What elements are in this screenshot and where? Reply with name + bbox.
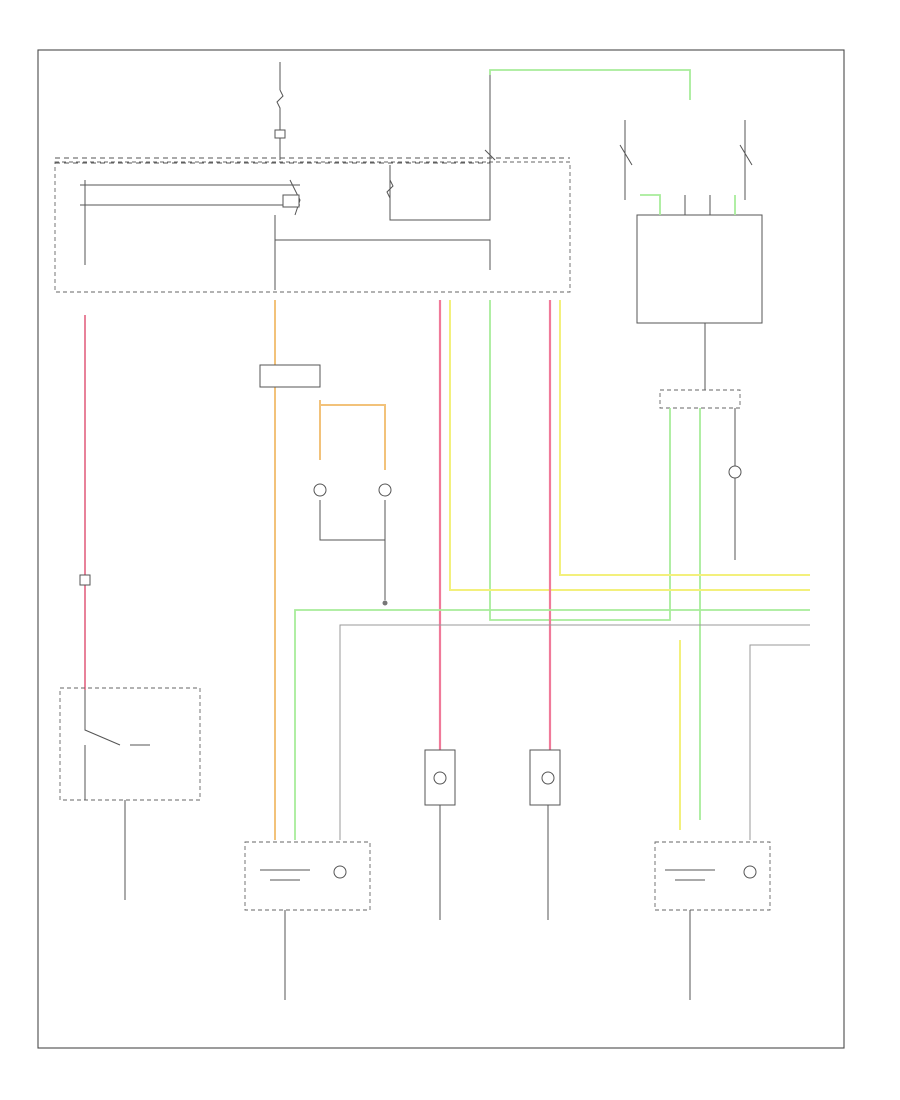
rear-lamps [244, 841, 771, 1000]
switch-ground [84, 745, 126, 900]
switch-right [739, 120, 753, 200]
connector-icon [79, 574, 91, 586]
lamp-icon [313, 483, 327, 497]
fuse-mid [386, 179, 394, 199]
connector-c200 [659, 389, 741, 409]
orange-lamp-feed [319, 400, 386, 470]
left-circuit [59, 315, 201, 900]
fuse-right-splice [484, 149, 496, 161]
green-left-module [640, 194, 661, 215]
lamp-icon [378, 483, 392, 497]
switch-left [619, 120, 633, 200]
lamp-icon [541, 771, 555, 785]
module-group [489, 69, 763, 820]
gray-wire-right [749, 644, 810, 840]
switch-box [59, 687, 201, 801]
green-wire-top [489, 69, 691, 100]
fuse-block-box [54, 161, 571, 293]
lamp-icon [433, 771, 447, 785]
center-circuit [294, 300, 810, 920]
switch-contact [84, 690, 150, 746]
green-wire-left-rear [294, 609, 810, 840]
lamp-icon [333, 865, 347, 879]
fuse-top-connector [274, 129, 286, 139]
diagram-border [37, 49, 845, 1049]
fuse-top [276, 62, 284, 125]
relay-coil [282, 194, 300, 208]
ground-icon [382, 600, 388, 606]
fuse-right-wire [389, 75, 491, 221]
yellow-wire-b [559, 300, 810, 576]
courtesy-ground [439, 805, 549, 920]
fuse-bus-wire [274, 215, 491, 270]
relay-contact [289, 179, 301, 216]
left-rear-lamp-element [260, 869, 310, 881]
front-lamp-circuit [259, 300, 392, 840]
right-rear-lamp-element [665, 869, 715, 881]
lamp-icon [728, 465, 742, 479]
gray-wire-rear [339, 624, 810, 840]
lamp-icon [743, 865, 757, 879]
connector-c100 [259, 364, 321, 388]
module-inputs [684, 195, 711, 215]
relay-bus [80, 184, 300, 206]
left-rear-lamp-assembly [244, 841, 371, 911]
lamp-control-module [636, 214, 763, 324]
yellow-wire-a [449, 300, 810, 591]
lamp-ground-bus [319, 500, 386, 600]
right-rear-lamp-assembly [654, 841, 771, 911]
fuse-block-group [54, 62, 571, 293]
green-feed-wire [489, 300, 671, 621]
